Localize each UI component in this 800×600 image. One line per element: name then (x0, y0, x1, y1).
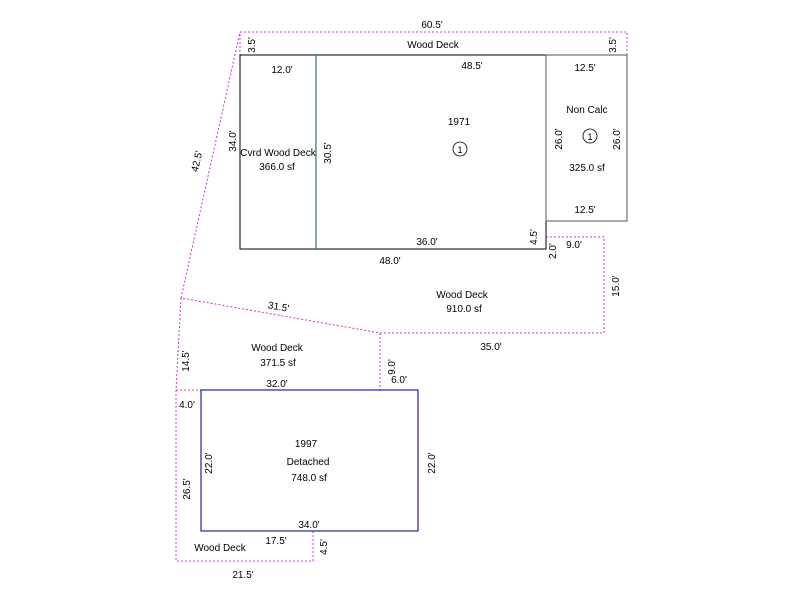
top-width-label: 60.5' (421, 20, 442, 31)
bottom-width-label: 21.5' (232, 570, 253, 581)
garage-area-label: 748.0 sf (291, 473, 327, 484)
mid-deck-outline (175, 297, 314, 562)
left-mid-label: 14.5' (181, 350, 192, 371)
big-deck-area-label: 910.0 sf (446, 304, 482, 315)
deck-bottom-label: 35.0' (480, 342, 501, 353)
low-deck-name-label: Wood Deck (194, 543, 247, 554)
detached-label: Detached (287, 457, 330, 468)
year-1971-label: 1971 (448, 117, 471, 128)
section-marker-1971-text: 1 (457, 145, 462, 155)
garage-left-label: 22.0' (204, 452, 215, 473)
step-small-label: 2.0' (548, 243, 559, 259)
covered-deck-right-label: 30.5' (323, 142, 334, 163)
non-calc-top-label: 12.5' (574, 63, 595, 74)
non-calc-label: Non Calc (566, 105, 607, 116)
diagonal-mid-label: 31.5' (267, 300, 290, 315)
mid-deck-name-label: Wood Deck (251, 343, 304, 354)
covered-deck-left-label: 34.0' (228, 130, 239, 151)
diagonal-left-label: 42.5' (190, 150, 206, 173)
section-marker-1971 (452, 141, 468, 157)
non-calc-outline (545, 54, 628, 222)
non-calc-right-label: 26.0' (612, 128, 623, 149)
year-1997-label: 1997 (295, 439, 318, 450)
wood-deck-outline (239, 31, 628, 250)
deck-step-outline (180, 31, 605, 334)
covered-deck-name-label: Cvrd Wood Deck (240, 148, 316, 159)
non-calc-area-label: 325.0 sf (569, 163, 605, 174)
low-step-label: 17.5' (265, 536, 286, 547)
big-deck-name-label: Wood Deck (436, 290, 489, 301)
right-top-small-label: 3.5' (608, 37, 619, 53)
left-top-small-label: 3.5' (247, 37, 258, 53)
main-bottom-inner-label: 36.0' (416, 237, 437, 248)
non-calc-bottom-label: 12.5' (574, 205, 595, 216)
covered-deck-top-label: 12.0' (271, 65, 292, 76)
mid-deck-area-label: 371.5 sf (260, 358, 296, 369)
main-top-label: 48.5' (461, 61, 482, 72)
section-marker-non-calc (582, 128, 598, 144)
detached-garage-outline (200, 389, 419, 532)
main-bottom-right-label: 4.5' (529, 229, 540, 245)
wood-deck-top-label: Wood Deck (407, 40, 460, 51)
section-marker-non-calc-text: 1 (587, 132, 592, 142)
garage-right-label: 22.0' (427, 452, 438, 473)
step-width-label: 9.0' (566, 240, 582, 251)
garage-top-label: 32.0' (266, 379, 287, 390)
deck-right-label: 15.0' (611, 275, 622, 296)
garage-left-offset-label: 4.0' (179, 400, 195, 411)
main-bottom-label: 48.0' (379, 256, 400, 267)
covered-deck-area-label: 366.0 sf (259, 162, 295, 173)
left-low-label: 26.5' (182, 478, 193, 499)
mid-step2-label: 6.0' (391, 375, 407, 386)
mid-step-label: 9.0' (387, 359, 398, 375)
garage-bottom-label: 34.0' (298, 520, 319, 531)
non-calc-left-label: 26.0' (554, 128, 565, 149)
low-step2-label: 4.5' (319, 539, 330, 555)
